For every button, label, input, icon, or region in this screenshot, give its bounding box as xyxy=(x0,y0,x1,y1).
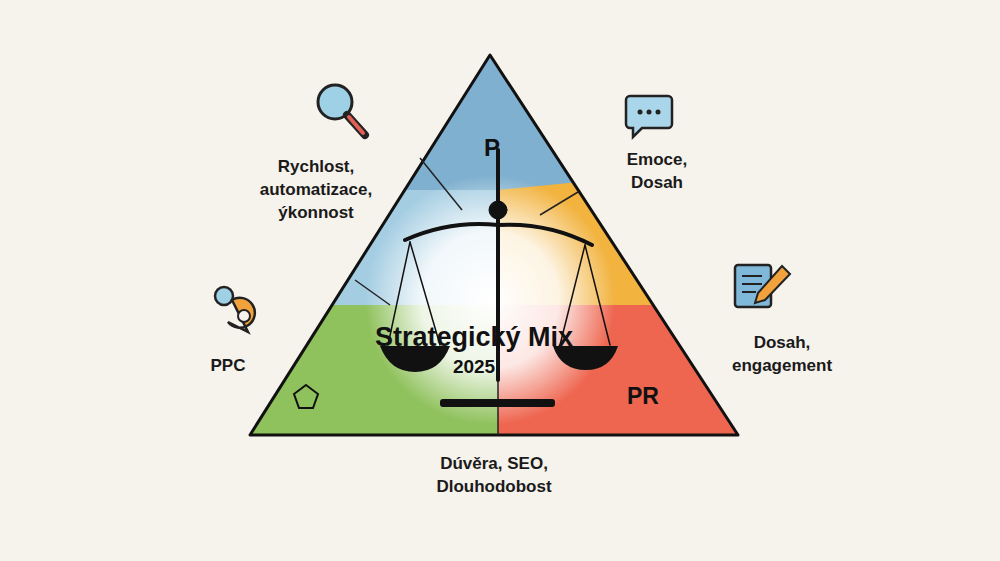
target-icon xyxy=(215,287,255,332)
outer-label: Dosah, engagement xyxy=(722,332,842,378)
note-icon xyxy=(735,265,790,307)
segment-label: PR xyxy=(621,380,665,414)
center-title: Strategický Mix2025 xyxy=(369,318,579,382)
magnifier-icon xyxy=(318,85,365,135)
node-title: Strategický Mix xyxy=(375,320,573,355)
node-title: P xyxy=(484,132,500,163)
outer-label: Dúvěra, SEO, Dlouhodobost xyxy=(419,453,569,499)
chat-icon xyxy=(626,96,672,137)
outer-label: PPC xyxy=(188,355,268,378)
outer-label: Rychlost, automatizace, ýkonnost xyxy=(236,156,396,225)
segment-label: P xyxy=(478,130,506,165)
node-subtitle: 2025 xyxy=(375,355,573,380)
node-title: PR xyxy=(627,382,659,412)
outer-label: Emoce, Dosah xyxy=(617,149,697,195)
